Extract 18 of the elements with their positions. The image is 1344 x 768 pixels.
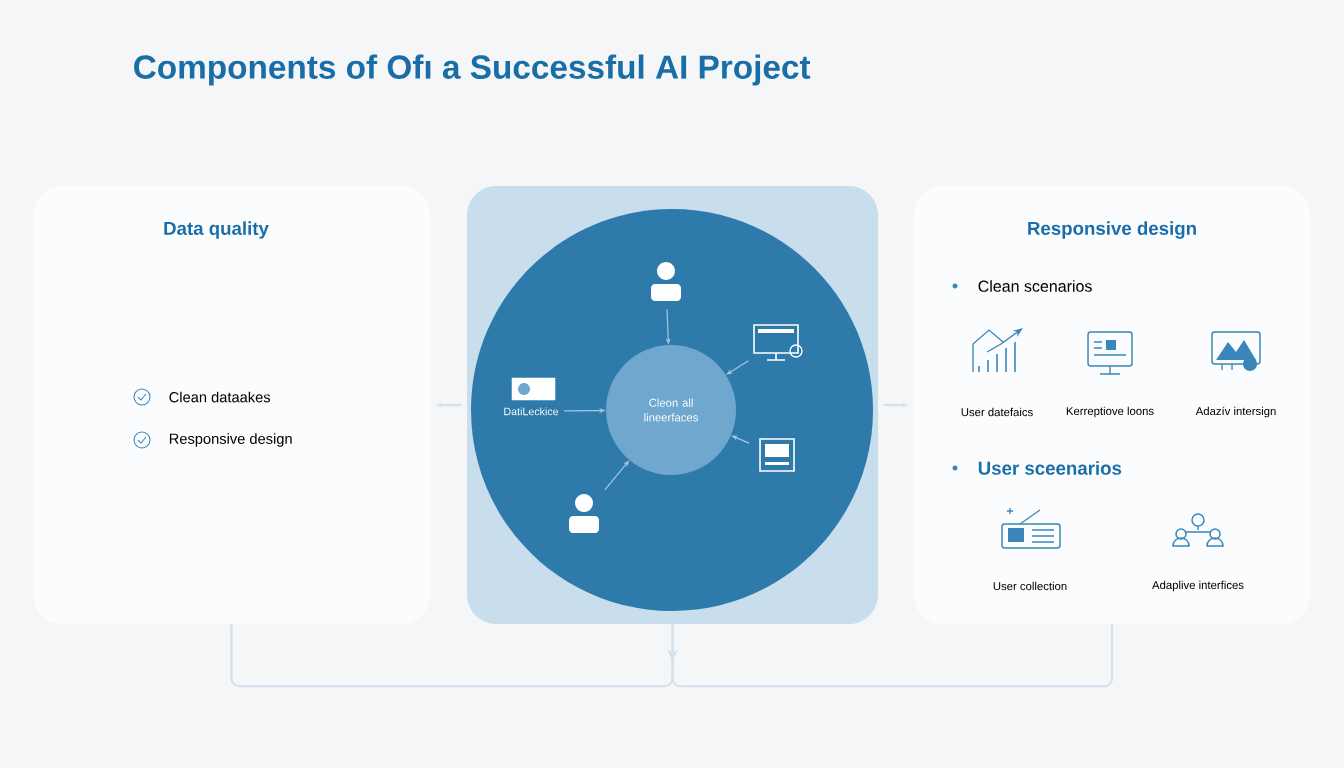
person-icon <box>569 494 599 533</box>
monitor-icon <box>753 324 803 361</box>
checklist-item: Clean dataakes <box>169 391 271 403</box>
device-icon <box>759 438 795 472</box>
panel-heading: Data quality <box>164 221 269 239</box>
person-icon <box>651 262 681 301</box>
icon-caption: DatiLeckice <box>504 407 559 416</box>
panel-heading: Responsive design <box>1028 221 1196 239</box>
icon-caption: User datefaics <box>961 407 1033 417</box>
checklist-item: Responsive design <box>169 433 292 447</box>
icon-caption: Adaplive interfices <box>1152 580 1244 592</box>
title: Components of Ofı a Successful AI Project <box>134 54 811 86</box>
icon-caption: Kerreptiove loons <box>1066 406 1154 418</box>
bullet-item: Clean scenarios <box>952 280 1092 292</box>
icon-caption: User collection <box>993 581 1067 591</box>
icon-caption: Adazív intersign <box>1195 406 1276 418</box>
bullet-item: User sceenarios <box>952 461 1122 475</box>
arrow <box>726 360 749 375</box>
